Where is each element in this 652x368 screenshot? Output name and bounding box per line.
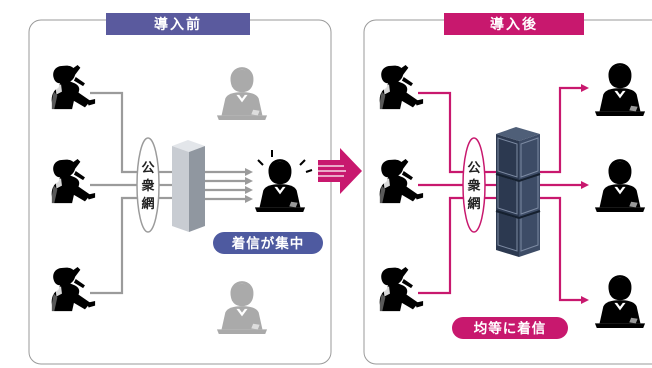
public-network-char-2: 衆 [141,178,154,194]
public-network-char-3: 網 [141,196,154,212]
stress-marks [257,150,313,173]
public-network-ellipse [462,137,486,233]
public-network-char-1: 公 [467,161,480,176]
telephone-switch-icon [172,140,205,232]
before-badge [213,232,323,254]
after-title-bar [444,13,584,35]
after-panel: 導入後 公 衆 網 [363,13,652,365]
public-network-char-3: 網 [467,196,480,212]
after-lines [418,86,582,302]
public-network-ellipse [136,137,160,233]
before-title-bar [106,13,250,35]
after-title: 導入後 [490,16,538,33]
right-arrow-icon [318,148,362,194]
public-network-char-1: 公 [141,161,154,176]
public-network-char-2: 衆 [467,178,480,194]
before-title: 導入前 [154,16,202,33]
after-arrowheads [581,84,589,304]
after-badge-text: 均等に着信 [474,320,547,337]
before-arrowheads [245,168,253,203]
before-lines [90,91,245,295]
before-panel: 導入前 公 衆 網 [28,13,332,365]
before-badge-text: 着信が集中 [231,235,305,252]
after-badge [452,317,568,339]
server-rack-icon [495,127,541,257]
